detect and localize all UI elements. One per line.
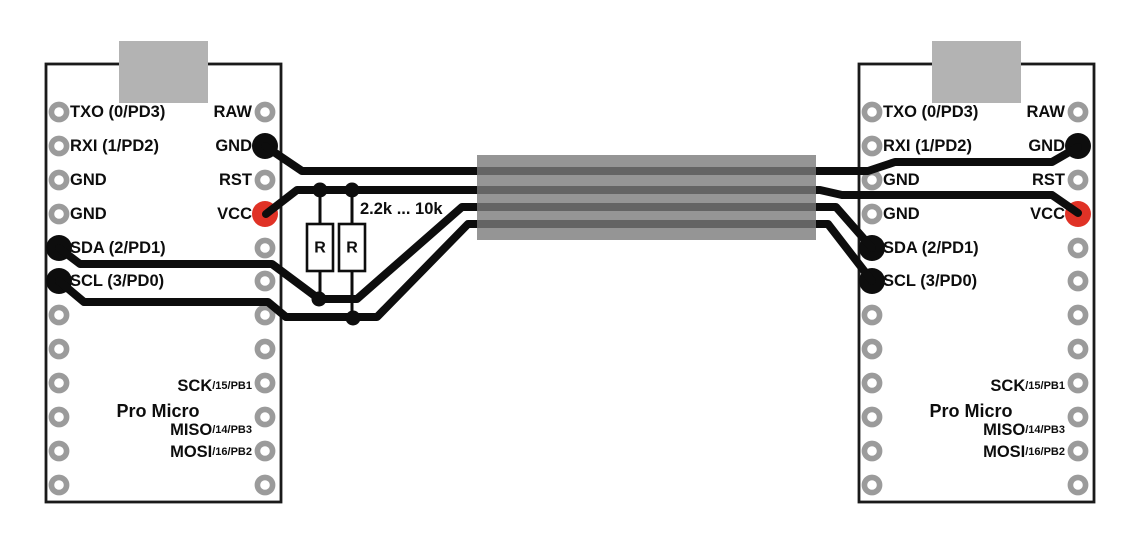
pin-gnd-left-2	[48, 203, 70, 225]
pullup-resistor-2	[337, 222, 367, 273]
board-outline	[44, 62, 283, 504]
pin-label-vcc: VCC	[217, 205, 252, 223]
pin-label-rxi: RXI (1/PD2)	[70, 137, 159, 155]
pin-hole	[48, 304, 70, 326]
pin-label-rst: RST	[219, 171, 252, 189]
pin-raw	[254, 101, 276, 123]
board-name: Pro Micro	[116, 401, 199, 421]
gnd-wire	[261, 142, 1082, 175]
pin-gnd-left	[48, 169, 70, 191]
junction-dot-sda-r1	[311, 291, 327, 307]
junction-dot-vcc-r1	[312, 182, 328, 198]
cable	[477, 155, 816, 240]
pro-micro-board-left: TXO (0/PD3) RXI (1/PD2) GND GND SDA (2/P…	[44, 41, 283, 504]
pin-miso	[254, 406, 276, 428]
pin-hole	[254, 304, 276, 326]
pin-sck	[254, 372, 276, 394]
pin-hole	[254, 338, 276, 360]
pin-hole	[48, 406, 70, 428]
pullup-resistor-1	[305, 222, 335, 273]
pro-micro-board-right	[859, 41, 1094, 502]
usb-connector	[119, 41, 208, 103]
pin-label-gnd: GND	[70, 171, 107, 189]
pin-rst	[254, 169, 276, 191]
pin-hole	[48, 440, 70, 462]
junction-dot-scl-r2	[345, 310, 361, 326]
pin-label-gnd-right: GND	[215, 137, 252, 155]
pin-label-mosi: MOSI/16/PB2	[170, 443, 252, 461]
junction-dot-vcc-r2	[344, 182, 360, 198]
pin-txo	[48, 101, 70, 123]
resistor-2-symbol: R	[346, 240, 358, 257]
pin-label-sck: SCK/15/PB1	[177, 377, 252, 395]
resistor-1-symbol: R	[314, 240, 326, 257]
pin-label-scl: SCL (3/PD0)	[70, 272, 164, 290]
pin-hole	[254, 237, 276, 259]
pin-label-raw: RAW	[214, 103, 253, 121]
pin-label-txo: TXO (0/PD3)	[70, 103, 165, 121]
resistor-value-label: 2.2k ... 10k	[360, 200, 443, 218]
pin-rxi	[48, 135, 70, 157]
pin-hole	[48, 372, 70, 394]
pin-hole	[48, 338, 70, 360]
pin-hole	[254, 474, 276, 496]
pin-hole	[48, 474, 70, 496]
pin-hole	[254, 270, 276, 292]
pin-mosi	[254, 440, 276, 462]
vcc-wire	[262, 186, 1082, 218]
pin-label-miso: MISO/14/PB3	[170, 421, 252, 439]
pin-label-gnd-2: GND	[70, 205, 107, 223]
pin-label-sda: SDA (2/PD1)	[70, 239, 166, 257]
